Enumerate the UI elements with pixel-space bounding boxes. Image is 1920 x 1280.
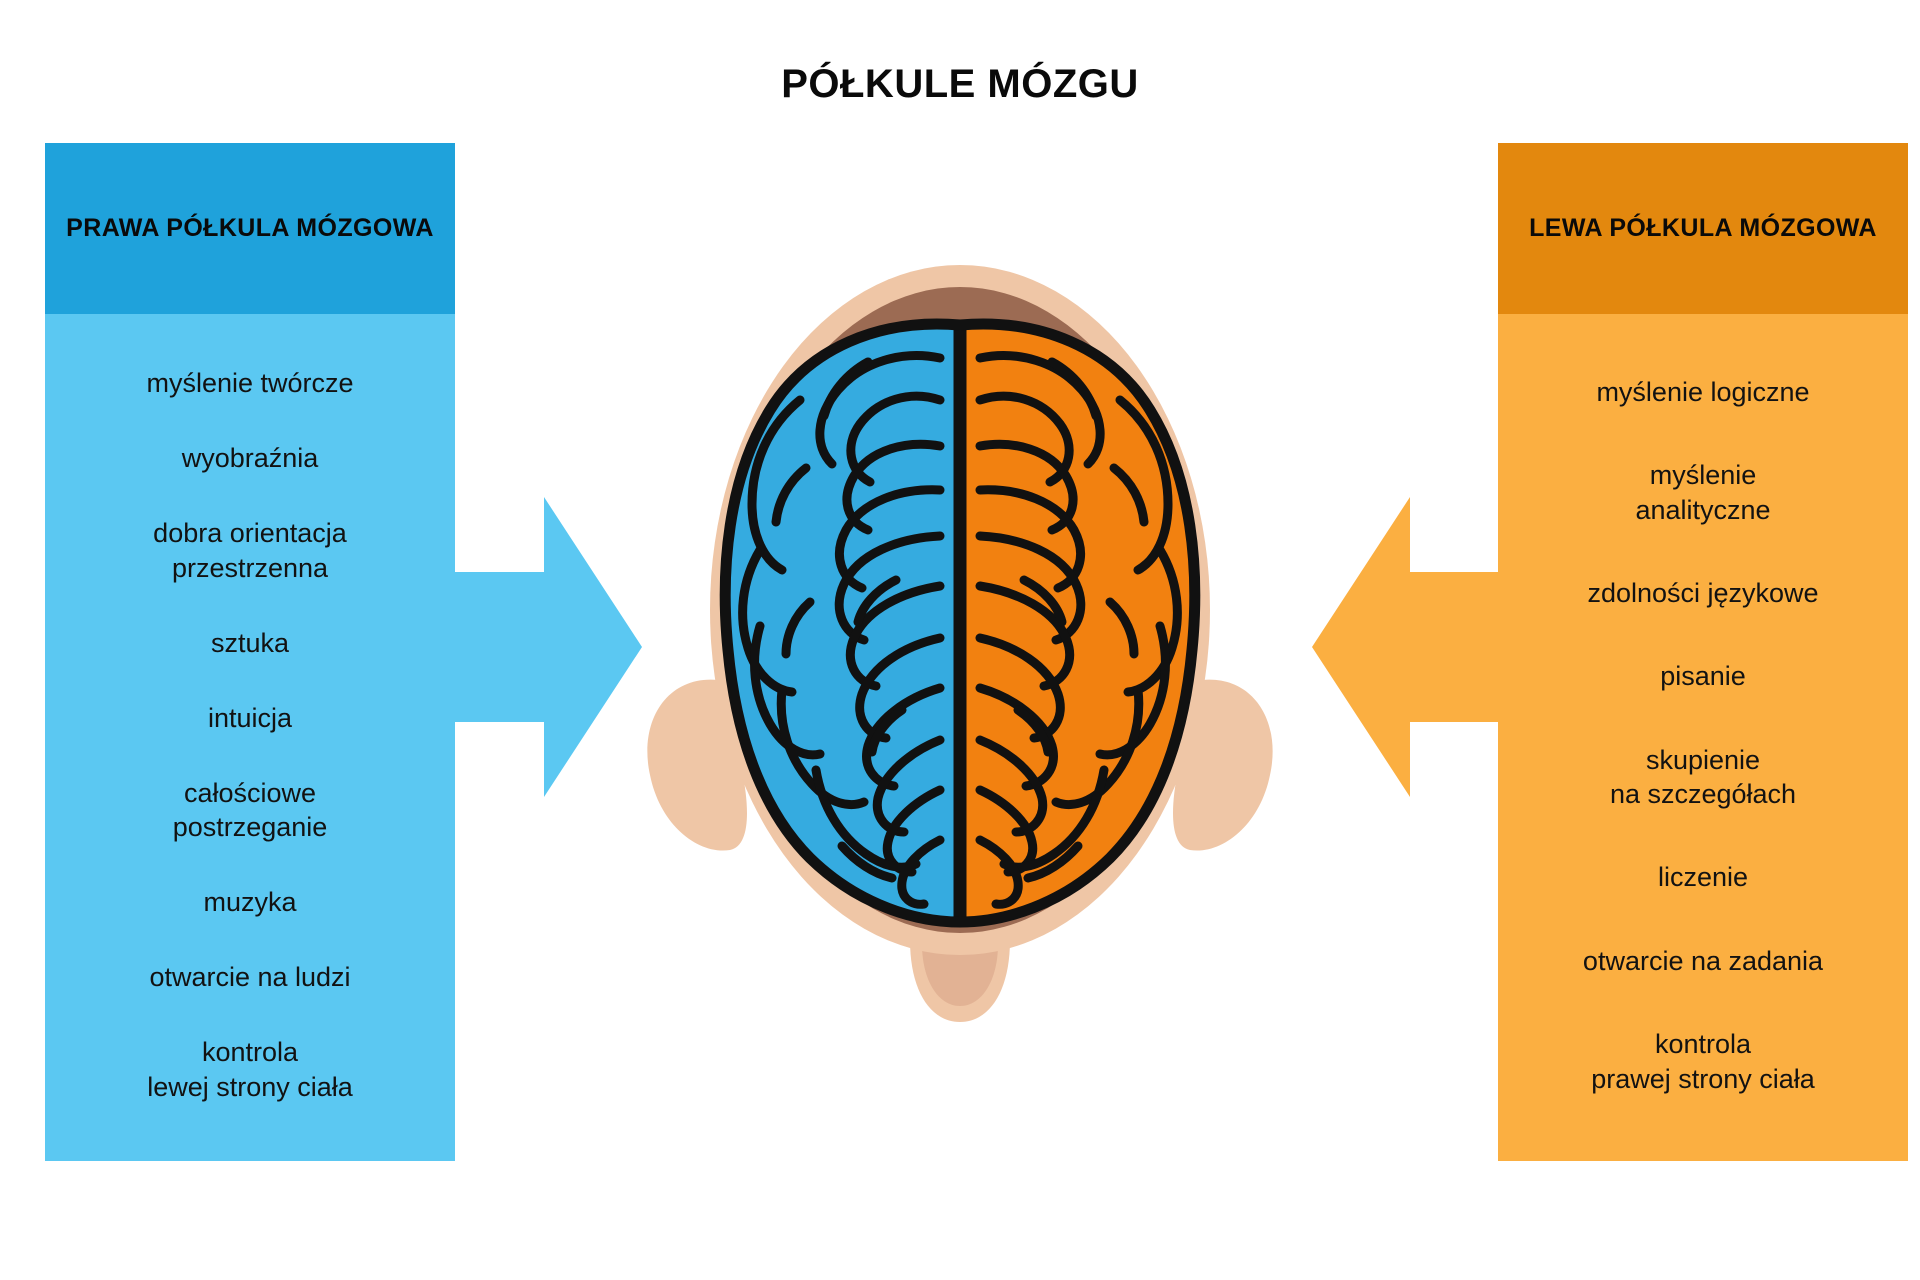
left-hemisphere-panel: LEWA PÓŁKULA MÓZGOWA myślenie logiczne m…: [1498, 143, 1908, 1161]
list-item: dobra orientacja przestrzenna: [153, 518, 347, 583]
arrow-left-pointing-icon: [1312, 497, 1502, 797]
list-item: myślenie logiczne: [1596, 376, 1810, 407]
ear-shapes: [647, 679, 1273, 851]
list-item: liczenie: [1657, 862, 1749, 893]
list-item: sztuka: [210, 627, 290, 658]
left-hemisphere-panel-header: LEWA PÓŁKULA MÓZGOWA: [1498, 143, 1908, 314]
right-hemisphere-panel-header: PRAWA PÓŁKULA MÓZGOWA: [45, 143, 455, 314]
list-item: kontrola prawej strony ciała: [1591, 1029, 1815, 1094]
list-item: myślenie twórcze: [146, 368, 354, 399]
list-item: kontrola lewej strony ciała: [147, 1037, 353, 1102]
right-hemisphere-panel: PRAWA PÓŁKULA MÓZGOWA myślenie twórcze w…: [45, 143, 455, 1161]
right-hemisphere-item-list: myślenie twórcze wyobraźnia dobra orient…: [45, 314, 455, 1161]
list-item: pisanie: [1660, 661, 1746, 692]
list-item: myślenie analityczne: [1635, 460, 1771, 525]
list-item: wyobraźnia: [181, 443, 319, 474]
brain-gyri-left: [975, 351, 1182, 909]
list-item: skupienie na szczegółach: [1609, 744, 1797, 810]
brain-outline: [719, 318, 1201, 928]
brain-top-view-illustration: [647, 265, 1273, 1022]
list-item: otwarcie na ludzi: [149, 962, 351, 993]
arrow-right-pointing-icon: [452, 497, 642, 797]
list-item: muzyka: [203, 887, 297, 918]
brain-gyri-right: [738, 351, 945, 909]
left-hemisphere-item-list: myślenie logiczne myślenie analityczne z…: [1498, 314, 1908, 1161]
list-item: zdolności językowe: [1587, 577, 1819, 608]
list-item: intuicja: [207, 702, 293, 733]
list-item: całościowe postrzeganie: [172, 777, 328, 843]
list-item: otwarcie na zadania: [1582, 945, 1824, 976]
page-title: PÓŁKULE MÓZGU: [781, 62, 1139, 106]
